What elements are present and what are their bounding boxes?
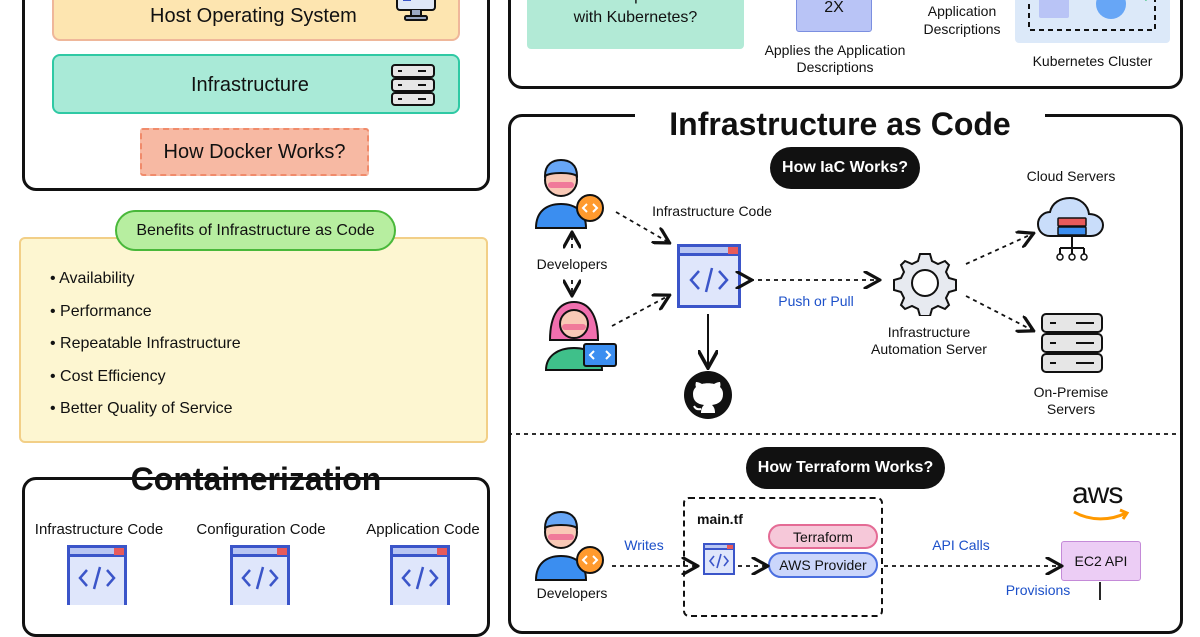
benefit-item: Better Quality of Service (50, 393, 241, 426)
ec2-api-label: EC2 API (1074, 553, 1128, 569)
host-os-box: Host Operating System (52, 0, 460, 41)
terraform-label: Terraform (793, 528, 853, 545)
benefit-item: Repeatable Infrastructure (50, 328, 241, 361)
github-icon (684, 371, 732, 419)
gear-icon (893, 253, 957, 316)
developer-icon (534, 158, 604, 229)
code-window-icon (67, 545, 127, 605)
applies-descriptions-label: Applies the Application Descriptions (764, 42, 906, 75)
terraform-pill: Terraform (768, 524, 878, 549)
aws-provider-pill: AWS Provider (768, 552, 878, 578)
server-stack-icon (391, 64, 435, 106)
benefits-title: Benefits of Infrastructure as Code (136, 221, 375, 239)
how-developers-interact-pill: How Developers Interact with Kubernetes? (527, 0, 744, 49)
benefits-box: Availability Performance Repeatable Infr… (19, 237, 488, 443)
benefits-title-pill: Benefits of Infrastructure as Code (115, 210, 396, 251)
code-window-icon (677, 244, 741, 308)
onprem-servers-label: On-Premise Servers (1033, 384, 1109, 417)
how-terraform-works-label: How Terraform Works? (757, 459, 934, 476)
push-or-pull-label: Push or Pull (778, 293, 854, 309)
aws-logo: aws (1072, 478, 1132, 524)
how-developers-interact-label: How Developers Interact with Kubernetes? (548, 0, 723, 26)
developer-female-icon (544, 300, 617, 371)
on-premise-server-icon (1041, 313, 1103, 373)
aws-smile-icon (1073, 508, 1130, 521)
developer-icon (534, 510, 604, 581)
cluster-nodes-icon (1028, 0, 1156, 31)
benefit-item: Availability (50, 263, 241, 296)
provisions-label: Provisions (1005, 582, 1071, 598)
benefits-list: Availability Performance Repeatable Infr… (50, 263, 241, 426)
tf-developers-label: Developers (536, 585, 608, 601)
multiplier-label: 2X (824, 0, 844, 16)
config-code-label: Configuration Code (196, 521, 326, 538)
automation-server-label: Infrastructure Automation Server (871, 324, 987, 357)
main-tf-label: main.tf (697, 511, 743, 527)
multiplier-box: 2X (796, 0, 872, 32)
benefit-item: Performance (50, 296, 241, 329)
infrastructure-box: Infrastructure (52, 54, 460, 114)
developers-label: Developers (536, 256, 608, 272)
how-iac-works-label: How IaC Works? (782, 159, 908, 176)
aws-provider-label: AWS Provider (779, 557, 867, 573)
computer-icon (396, 0, 436, 21)
infrastructure-label: Infrastructure (191, 74, 309, 96)
how-terraform-works-pill: How Terraform Works? (746, 447, 945, 489)
writes-label: Writes (624, 537, 664, 553)
benefit-item: Cost Efficiency (50, 361, 241, 394)
application-descriptions-label: Application Descriptions (923, 3, 1001, 37)
cloud-server-icon (1036, 196, 1105, 261)
app-code-label: Application Code (366, 521, 480, 538)
how-iac-works-pill: How IaC Works? (770, 147, 920, 189)
infra-code-label: Infrastructure Code (34, 521, 164, 538)
terraform-connectors (612, 114, 1101, 600)
cloud-servers-label: Cloud Servers (1026, 168, 1116, 184)
how-docker-works-pill: How Docker Works? (140, 128, 369, 176)
how-docker-works-label: How Docker Works? (163, 140, 346, 163)
kubernetes-cluster-label: Kubernetes Cluster (1032, 53, 1153, 69)
infra-code-caption: Infrastructure Code (652, 203, 772, 219)
aws-logo-text: aws (1072, 477, 1123, 510)
iac-connectors (508, 211, 1183, 435)
code-window-icon (703, 543, 735, 575)
code-window-icon (230, 545, 290, 605)
containerization-title: Containerization (130, 461, 382, 497)
host-os-label: Host Operating System (150, 5, 357, 27)
api-calls-label: API Calls (932, 537, 990, 553)
code-window-icon (390, 545, 450, 605)
kubernetes-cluster-box (1015, 0, 1170, 43)
